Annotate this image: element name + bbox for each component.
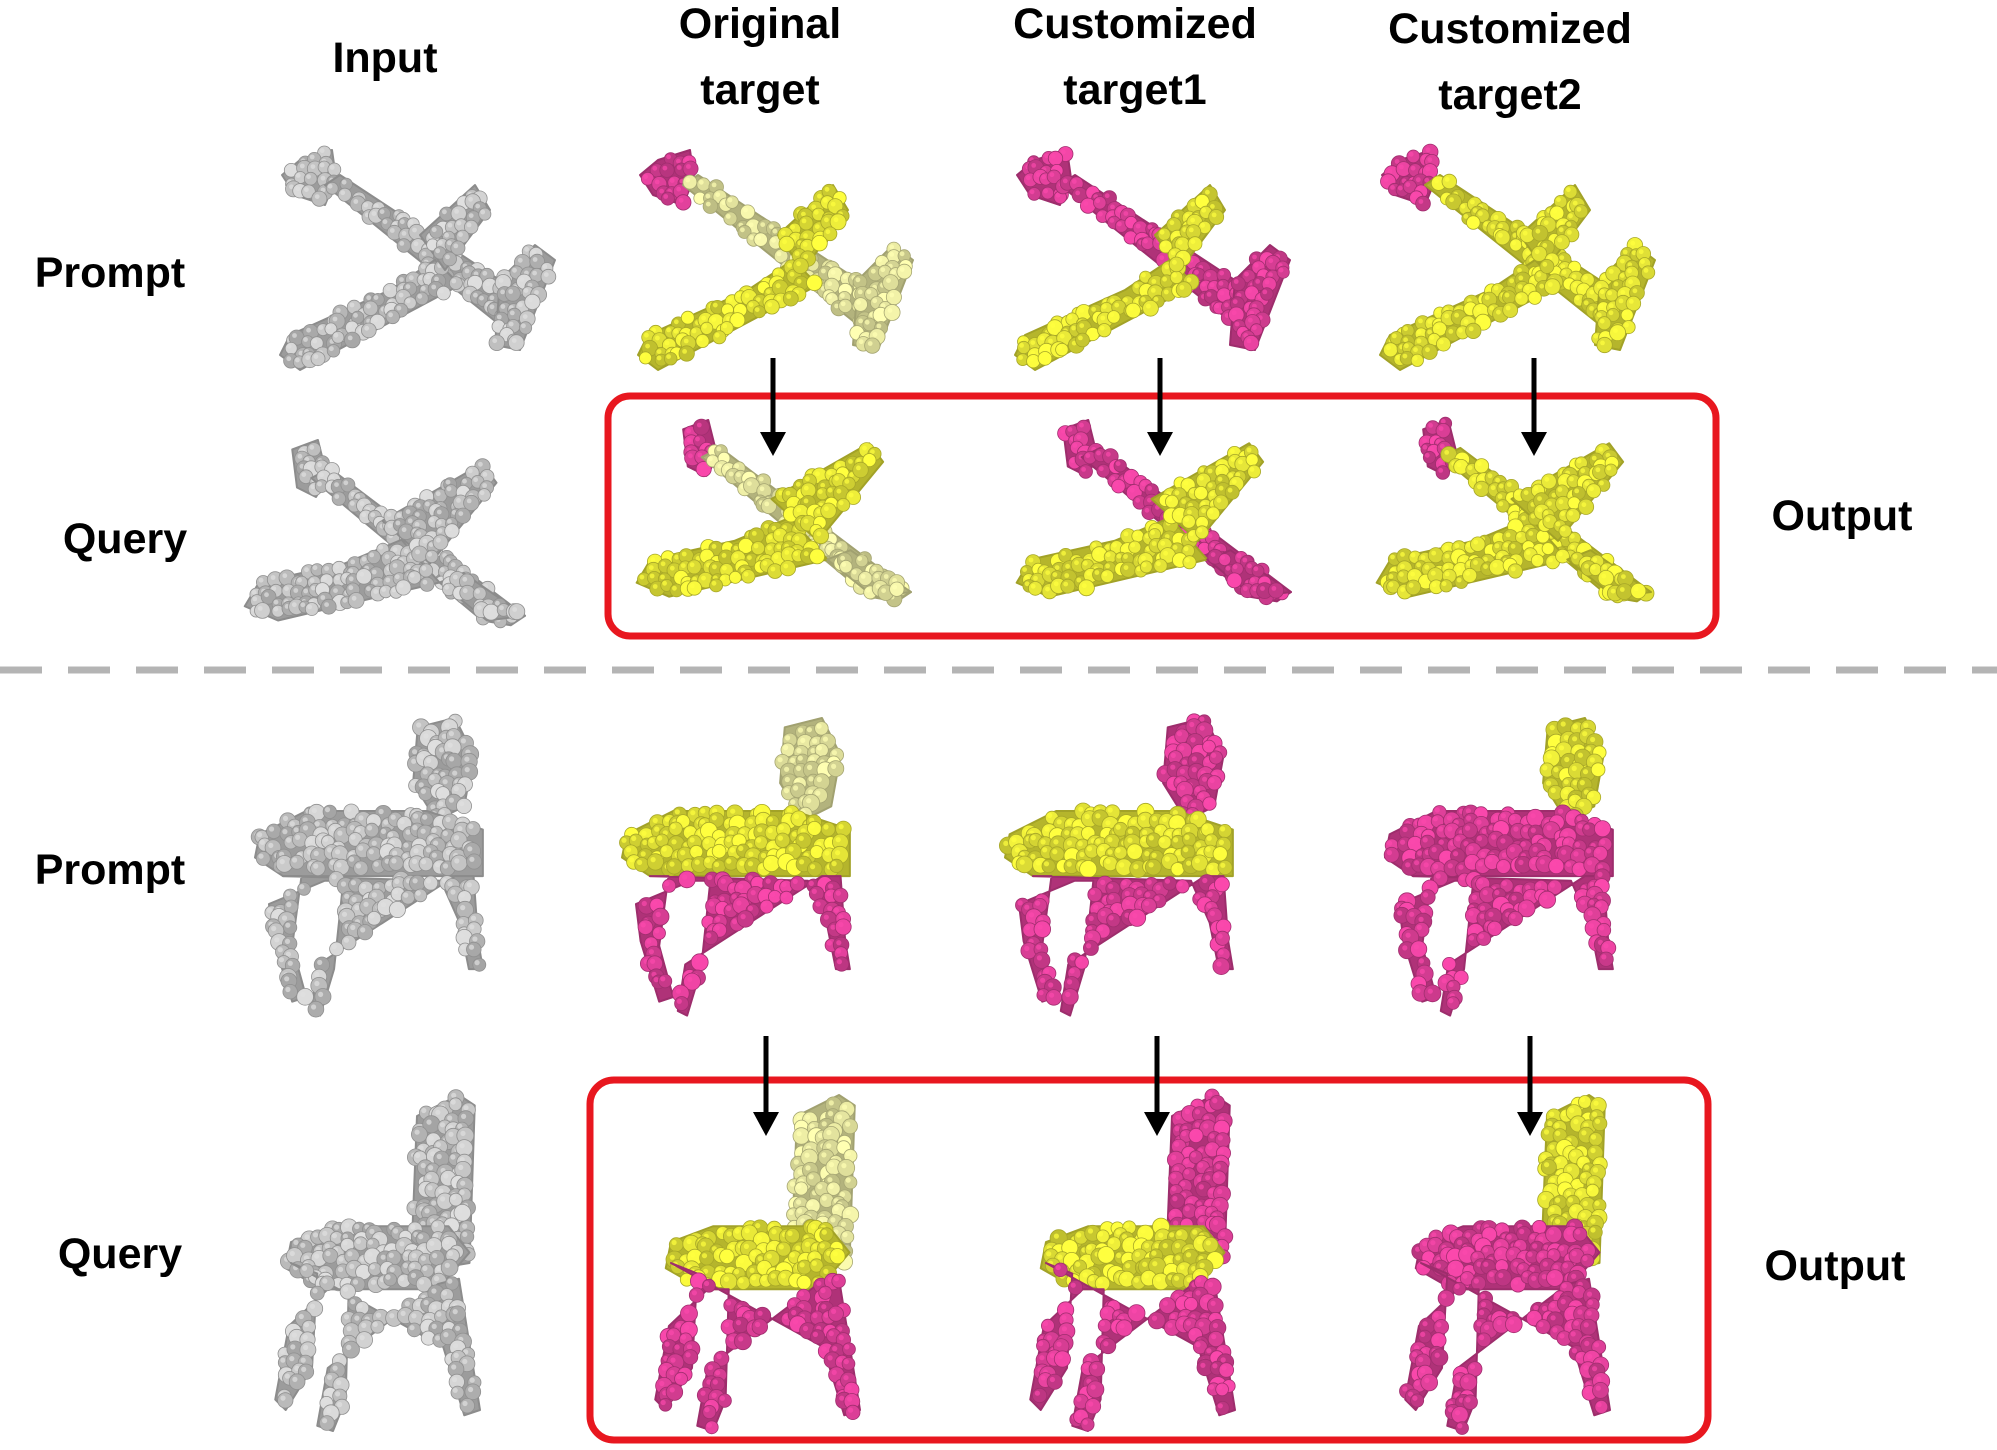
row-label-query-2: Query: [58, 1230, 182, 1278]
chair-prompt-shape-0: [250, 713, 487, 1018]
chair-query-shape-2: [1029, 1088, 1236, 1432]
row-label-prompt-1: Prompt: [35, 249, 186, 297]
arrow-down: [1521, 358, 1547, 456]
arrow-down: [753, 1036, 779, 1136]
chair-prompt-shape-1: [619, 717, 852, 1017]
header-original-line2: target: [700, 66, 819, 114]
header-custom1-line1: Customized: [1013, 0, 1257, 48]
arrows: [753, 358, 1547, 1136]
output-label-1: Output: [1772, 492, 1913, 540]
airplane-prompt-shape-3: [1379, 143, 1656, 371]
chair-prompt-shape-2: [999, 713, 1234, 1017]
header-original-line1: Original: [679, 0, 841, 48]
airplane-query-shape-1: [635, 418, 912, 608]
header-input: Input: [332, 34, 437, 82]
chair-prompt-shape-3: [1383, 717, 1617, 1017]
chair-query-shape-0: [274, 1089, 482, 1432]
row-label-prompt-2: Prompt: [35, 846, 186, 894]
airplane-prompt-shape-0: [279, 145, 557, 371]
airplane-query-shape-2: [1015, 419, 1292, 606]
arrow-down: [1517, 1036, 1543, 1136]
chair-query-shape-3: [1399, 1094, 1611, 1435]
arrow-down: [1144, 1036, 1170, 1136]
row-label-query-1: Query: [63, 515, 187, 563]
point-cloud-shapes: [243, 143, 1656, 1435]
arrow-down: [1147, 358, 1173, 456]
header-custom2-line1: Customized: [1388, 5, 1632, 53]
output-label-2: Output: [1765, 1242, 1906, 1290]
airplane-query-shape-0: [243, 439, 526, 629]
chair-query-shape-1: [654, 1094, 861, 1435]
airplane-prompt-shape-2: [1014, 146, 1291, 371]
airplane-query-shape-3: [1375, 416, 1655, 604]
airplane-prompt-shape-1: [637, 149, 914, 371]
header-custom1-line2: target1: [1063, 66, 1206, 114]
output-frame-chair: [586, 1076, 1712, 1444]
arrow-down: [760, 358, 786, 456]
header-custom2-line2: target2: [1438, 71, 1581, 119]
